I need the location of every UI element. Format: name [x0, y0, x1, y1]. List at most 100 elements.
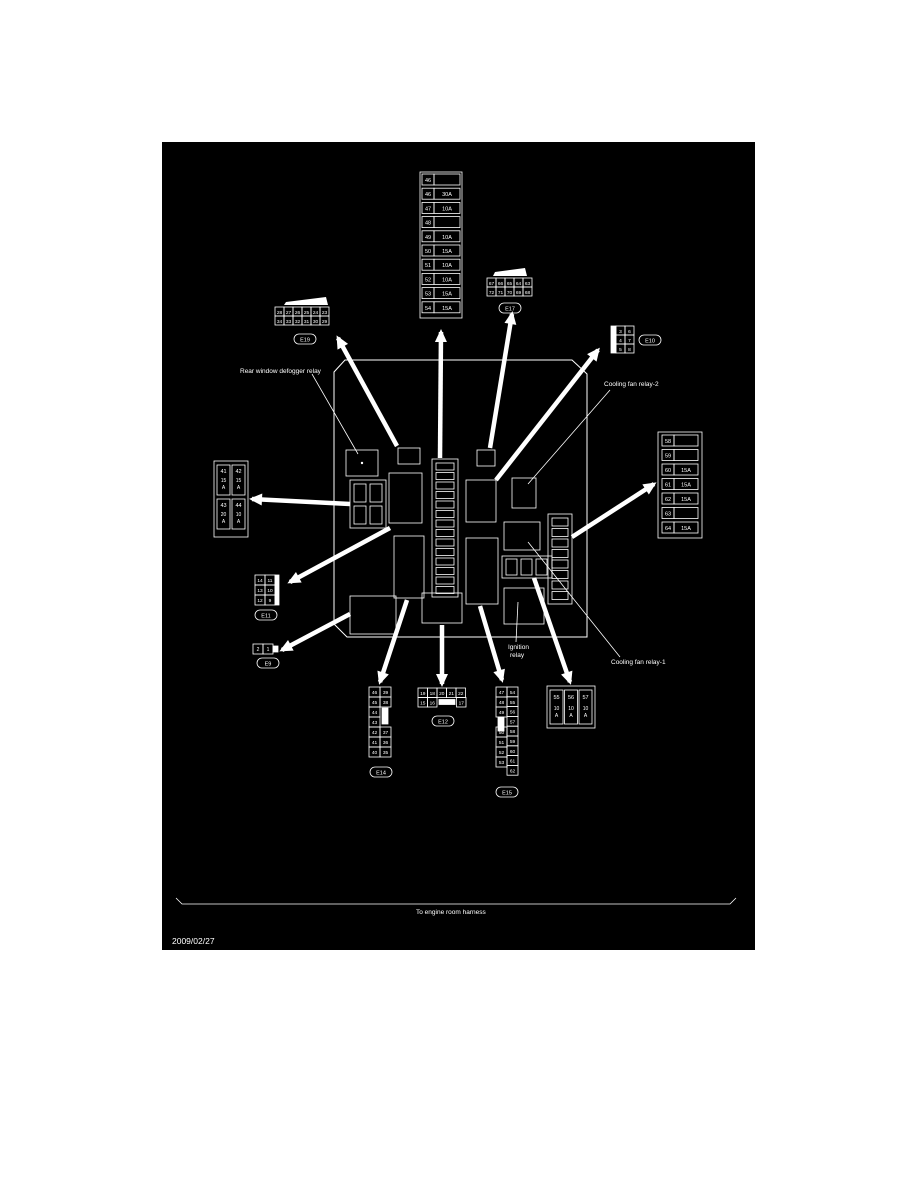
fuse-table-right [657, 431, 703, 539]
fuse-column-right-fuse [551, 591, 569, 600]
connector-e14-pin-text: 41 [372, 740, 378, 746]
fuse-column-right-fuse [551, 570, 569, 579]
fuse-table-bottom [546, 685, 596, 729]
arrow-to-fuse-table-right-head [642, 482, 657, 495]
fuse-table-left-amp-unit: A [222, 485, 226, 491]
fuse-table-right-no-text: 58 [665, 439, 671, 445]
fuse-table-right-amp [673, 434, 699, 447]
fuse-table-top [419, 171, 463, 319]
connector-e14-pin-text: 45 [372, 700, 378, 706]
fuse-column-right-fuse [551, 549, 569, 558]
connector-e15-socket [465, 537, 499, 605]
fuse-table-bottom-cell [549, 689, 564, 725]
label-cooling-fan-relay-1: Cooling fan relay-1 [611, 659, 666, 666]
connector-e19-pin-text: 34 [277, 319, 283, 325]
relay-dot [360, 461, 364, 465]
connector-e19-pin-text: 26 [295, 310, 301, 316]
fuse-table-left-amp-text: 20 [221, 512, 227, 518]
connector-e19-pin-text: 29 [322, 319, 328, 325]
fuse-bank-bottom-fuse [505, 558, 518, 576]
fuse-table-top-amp-text: 10A [442, 277, 452, 283]
fuse-table-bottom-amp-unit: A [569, 713, 573, 719]
fuse-table-right-amp [673, 492, 699, 505]
connector-e17-pin-text: 68 [525, 290, 531, 296]
connector-e11-pin-text: 13 [257, 588, 263, 594]
fuse-table-top-no-text: 47 [425, 206, 431, 212]
connector-e11-pin-text: 9 [269, 598, 272, 604]
fuse-table-right-amp [673, 507, 699, 519]
fuse-table-top-no-text: 46 [425, 178, 431, 184]
fuse-table-right-amp-text: 15A [681, 483, 691, 489]
connector-e12-pin-text: 15 [420, 701, 426, 707]
arrow-to-e15-head [493, 668, 505, 683]
connector-e12-latch [438, 699, 456, 705]
connector-e14-pin-text: 36 [383, 740, 389, 746]
connector-e11-pin-text: 14 [257, 578, 263, 584]
arrow-to-e9 [280, 612, 352, 652]
fuse-column-center-fuse [435, 586, 455, 594]
connector-e14-pin-text: 37 [383, 730, 389, 736]
leader-cooling-fan-relay-2 [527, 389, 611, 485]
fuse-table-top-amp-text: 30A [442, 192, 452, 198]
fuse-column-right-fuse [551, 580, 569, 590]
connector-e14-pin-text: 44 [372, 710, 378, 716]
connector-e14-tag-oval [369, 766, 393, 778]
connector-e12-pin [456, 697, 467, 708]
fuse-table-top-no-text: 46 [425, 192, 431, 198]
connector-e9-tag-id: E9 [265, 661, 272, 667]
fuse-table-left-cell [216, 464, 231, 496]
connector-e15-pin-text: 48 [499, 700, 505, 706]
fuse-table-left-no-text: 43 [220, 503, 226, 509]
connector-e17-tag-oval [498, 302, 522, 314]
connector-e9-latch [272, 645, 279, 653]
arrow-to-fuse-table-top-head [434, 329, 447, 343]
connector-e17-pin-text: 72 [489, 290, 495, 296]
fuse-table-top-no-text: 49 [425, 235, 431, 241]
fuse-table-top-no-text: 53 [425, 292, 431, 298]
rear-defogger-relay [345, 449, 379, 477]
fuse-table-right-amp-text: 15A [681, 497, 691, 503]
fuse-table-bottom-amp-text: 10 [583, 706, 589, 712]
fuse-table-right-amp [673, 463, 699, 476]
fuse-table-left-amp-unit: A [222, 519, 226, 525]
cooling-fan-relay-1 [503, 521, 541, 551]
fuse-table-top-amp [433, 216, 461, 228]
fuse-table-top-no-text: 51 [425, 263, 431, 269]
connector-e12-pin-text: 16 [430, 701, 436, 707]
label-ignition: Ignition [508, 644, 529, 651]
connector-e19-pin-text: 23 [322, 310, 328, 316]
connector-e15-latch [497, 716, 505, 732]
fuse-column-center-fuse [435, 567, 455, 575]
connector-e9-pin-text: 1 [267, 647, 270, 653]
arrow-to-e11-head [287, 571, 302, 584]
arrow-to-e12-head [436, 674, 448, 687]
fuse-table-top-amp [433, 258, 461, 271]
connector-e15-pin-text: 53 [499, 760, 505, 766]
fuse-table-left-amp-unit: A [237, 485, 241, 491]
fuse-column-right-fuse [551, 528, 569, 537]
connector-e17-pin-text: 67 [489, 281, 495, 287]
fuse-table-left-no-text: 42 [235, 469, 241, 475]
label-engine-room-harness: To engine room harness [416, 909, 486, 916]
fuse-table-bottom-amp-text: 10 [554, 706, 560, 712]
connector-e15-tag-id: E15 [502, 790, 512, 796]
connector-e10-tag-id: E10 [645, 338, 655, 344]
label-rear-window-defogger-relay: Rear window defogger relay [240, 368, 321, 375]
connector-e19-pin-text: 30 [313, 319, 319, 325]
connector-e10-pin-text: 6 [628, 329, 631, 335]
connector-e12-pin-text: 21 [449, 691, 455, 697]
arrow-to-fuse-table-bottom [531, 577, 573, 683]
fuse-table-bottom-amp-unit: A [584, 713, 588, 719]
fuse-table-bottom-amp-unit: A [555, 713, 559, 719]
connector-e14-pin-text: 43 [372, 720, 378, 726]
fuse-table-top-amp-text: 10A [442, 263, 452, 269]
connector-e10-pin [624, 343, 635, 354]
fuse-column-center-fuse [435, 472, 455, 480]
fuse-table-left-amp-unit: A [237, 519, 241, 525]
fuse-column-center-fuse [435, 557, 455, 566]
arrow-to-e11 [288, 526, 392, 584]
fuse-table-bottom-no-text: 55 [553, 695, 559, 701]
connector-e10-latch [610, 325, 617, 354]
